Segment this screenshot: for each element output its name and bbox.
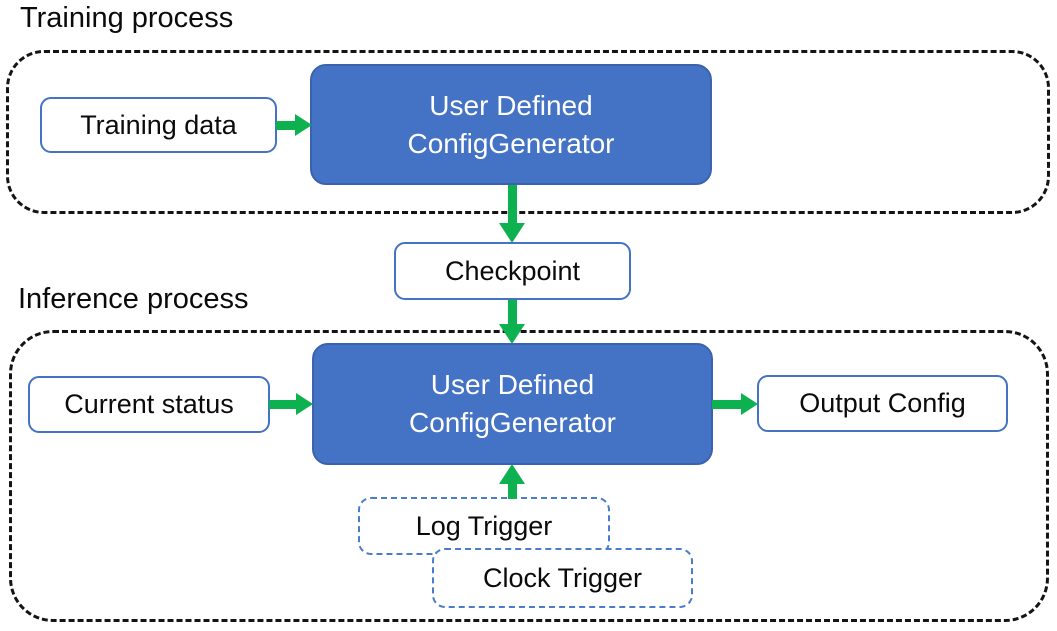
arrow-head — [499, 223, 525, 243]
arrow-head — [295, 114, 312, 136]
generator-label-line2: ConfigGenerator — [407, 127, 615, 159]
training-data-node: Training data — [40, 97, 277, 153]
training-process-label: Training process — [20, 2, 234, 34]
arrow-stem — [507, 484, 517, 499]
arrow-training-data-to-generator — [276, 114, 312, 136]
arrow-generator-to-output-config — [712, 393, 758, 415]
generator-label-line1: User Defined — [429, 89, 593, 121]
arrow-generator-to-checkpoint — [499, 185, 525, 243]
output-config-node: Output Config — [757, 375, 1008, 432]
log-trigger-node: Log Trigger — [358, 497, 610, 555]
arrow-stem — [269, 399, 296, 409]
arrow-stem — [712, 399, 741, 409]
current-status-node: Current status — [28, 376, 270, 433]
arrow-stem — [276, 120, 295, 130]
clock-trigger-node: Clock Trigger — [432, 548, 693, 608]
arrow-stem — [507, 185, 517, 223]
generator-label-line1: User Defined — [430, 369, 595, 401]
generator-label-line2: ConfigGenerator — [408, 407, 616, 438]
inference-process-container — [9, 330, 1049, 622]
inference-config-generator-node: User Defined ConfigGenerator — [312, 343, 713, 465]
arrow-head — [296, 393, 313, 415]
arrow-stem — [507, 300, 517, 324]
arrow-checkpoint-to-inference-generator — [499, 300, 525, 344]
training-config-generator-node: User Defined ConfigGenerator — [310, 64, 712, 185]
training-process-container — [6, 50, 1050, 214]
inference-process-label: Inference process — [18, 283, 249, 315]
arrow-current-status-to-generator — [269, 393, 313, 415]
arrow-triggers-to-generator — [499, 464, 525, 499]
arrow-head — [499, 464, 525, 484]
arrow-head — [741, 393, 758, 415]
checkpoint-node: Checkpoint — [394, 242, 631, 300]
arrow-head — [499, 324, 525, 344]
